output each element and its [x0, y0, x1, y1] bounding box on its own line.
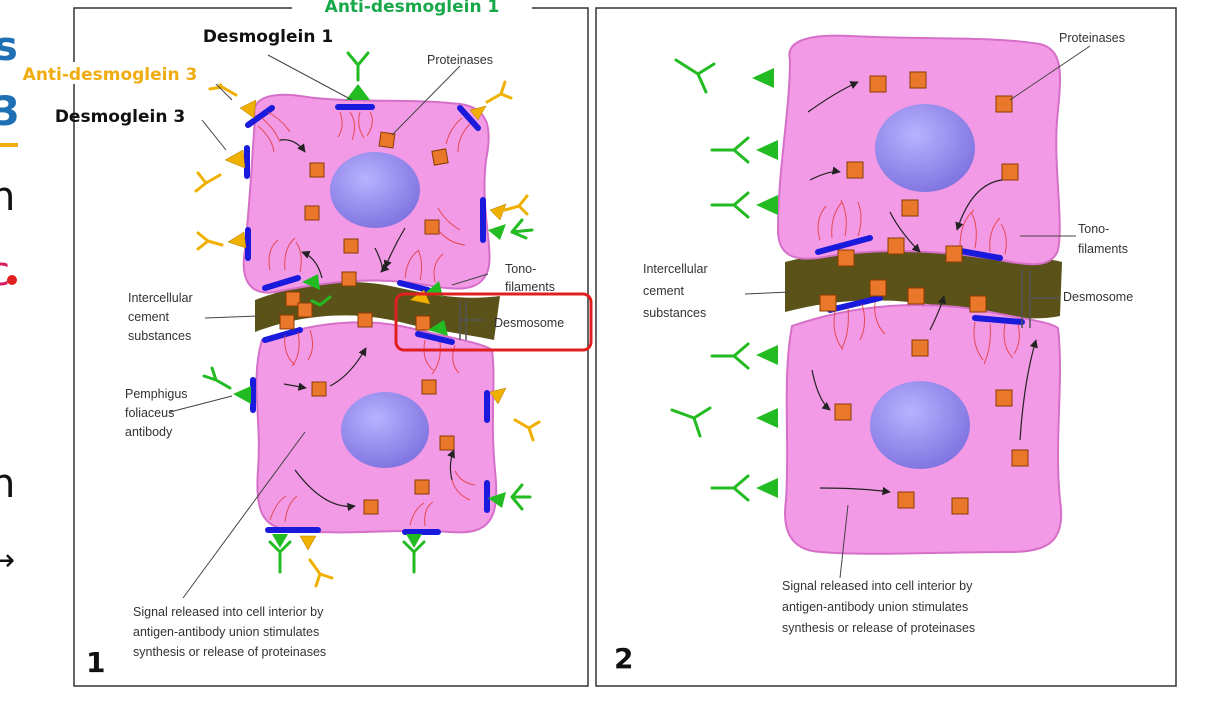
- signal-arrows-1: [279, 139, 455, 512]
- proteinases-label-2: Proteinases: [1059, 31, 1125, 45]
- tonofilaments-2: [817, 199, 1020, 365]
- slide-underline: [0, 143, 18, 147]
- signal-label-1c: synthesis or release of proteinases: [133, 645, 326, 659]
- anti-dsg3-label-bg: [0, 62, 220, 84]
- signal-label-1b: antigen-antibody union stimulates: [133, 625, 319, 639]
- cement-label-1b: cement: [128, 310, 170, 324]
- cement-label-2a: Intercellular: [643, 262, 708, 276]
- cement-label-1a: Intercellular: [128, 291, 193, 305]
- tonofilaments-label-1b: filaments: [505, 280, 555, 294]
- desmoglein-1-label: Desmoglein 1: [203, 27, 333, 47]
- tonofilaments-label-1a: Tono-: [505, 262, 536, 276]
- panel-2-number: 2: [614, 642, 633, 675]
- slide-red-dot: [7, 275, 17, 285]
- desmoglein-3-label: Desmoglein 3: [55, 107, 185, 127]
- cement-label-2c: substances: [643, 306, 706, 320]
- green-antigens-2: [752, 68, 778, 498]
- slide-glyph-4: c: [0, 249, 10, 295]
- desmosome-label-2: Desmosome: [1063, 290, 1133, 304]
- desmoglein-bars-1: [244, 104, 490, 535]
- antibody-label-1a: Pemphigus: [125, 387, 188, 401]
- green-antibodies-1: [202, 51, 534, 574]
- orange-antibodies-1: [194, 75, 541, 588]
- nucleus-upper-2: [875, 104, 975, 192]
- tonofilaments-label-2b: filaments: [1078, 242, 1128, 256]
- leader-lines-2: [744, 45, 1091, 579]
- desmosome-highlight-box: [394, 292, 593, 352]
- signal-label-2c: synthesis or release of proteinases: [782, 621, 975, 635]
- signal-label-1a: Signal released into cell interior by: [133, 605, 324, 619]
- desmosome-label-1: Desmosome: [494, 316, 564, 330]
- antibody-label-1b: foliaceus: [125, 406, 174, 420]
- slide-glyph-6: →: [0, 543, 15, 578]
- desmosome-marker-2: [1021, 270, 1060, 328]
- antibody-label-1c: antibody: [125, 425, 173, 439]
- proteinase-granules-2: [819, 71, 1029, 515]
- tonofilaments-label-2a: Tono-: [1078, 222, 1109, 236]
- slide-left-edge: s 3 n c n →: [0, 24, 20, 578]
- panel-2: Proteinases Tono- filaments Desmosome In…: [595, 7, 1177, 687]
- slide-glyph-3: n: [0, 174, 15, 220]
- nucleus-upper-1: [330, 152, 420, 228]
- panel-1-number: 1: [86, 646, 105, 679]
- proteinases-label-1: Proteinases: [427, 53, 493, 67]
- anti-desmoglein-1-label: Anti-desmoglein 1: [325, 0, 500, 17]
- signal-arrows-2: [807, 81, 1038, 496]
- anti-desmoglein-3-label: Anti-desmoglein 3: [23, 65, 198, 85]
- panel-1: Anti-desmoglein 1: [0, 0, 593, 687]
- panel-1-title-gap: [292, 0, 532, 16]
- tonofilaments-1: [257, 111, 476, 527]
- orange-antigens-1: [224, 99, 507, 551]
- leader-lines-1: [169, 54, 489, 599]
- signal-label-2a: Signal released into cell interior by: [782, 579, 973, 593]
- signal-label-2b: antigen-antibody union stimulates: [782, 600, 968, 614]
- desmosome-marker-1: [459, 300, 486, 340]
- nucleus-lower-2: [870, 381, 970, 469]
- green-antibodies-2: [670, 58, 750, 502]
- slide-glyph-2: 3: [0, 89, 20, 135]
- slide-glyph-1: s: [0, 24, 18, 70]
- cement-label-1c: substances: [128, 329, 191, 343]
- cement-label-2b: cement: [643, 284, 685, 298]
- proteinase-granules-1: [279, 131, 455, 515]
- slide-glyph-5: n: [0, 461, 15, 507]
- nucleus-lower-1: [341, 392, 429, 468]
